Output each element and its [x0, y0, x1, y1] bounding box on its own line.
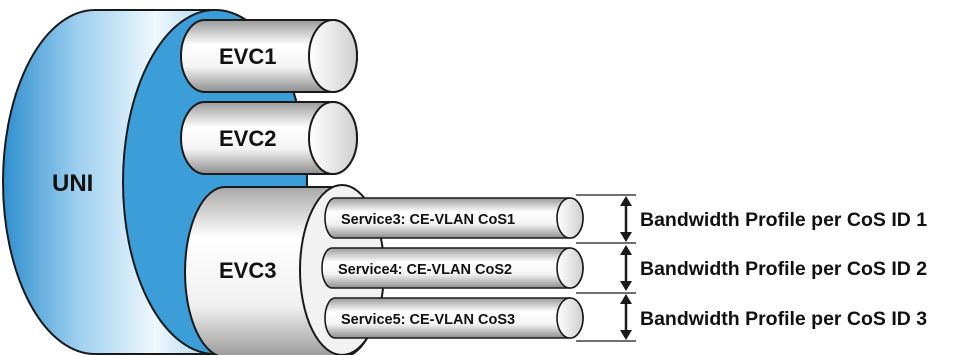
service5-pipe: [324, 297, 584, 339]
dimension-lines: [576, 194, 636, 342]
service3-pipe: [324, 197, 584, 239]
uni-label: UNI: [52, 170, 93, 197]
service4-label: Service4: CE-VLAN CoS2: [338, 262, 512, 278]
service4-pipe: [321, 247, 584, 289]
bandwidth-profile-label-3: Bandwidth Profile per CoS ID 3: [640, 308, 927, 330]
service5-label: Service5: CE-VLAN CoS3: [341, 312, 515, 328]
evc3-label: EVC3: [219, 258, 276, 283]
bandwidth-arrow-1: [620, 196, 632, 242]
evc2-pipe: [180, 101, 358, 175]
bandwidth-arrow-3: [620, 294, 632, 340]
bandwidth-arrow-2: [620, 245, 632, 291]
evc1-pipe: [180, 19, 358, 93]
bandwidth-profile-label-2: Bandwidth Profile per CoS ID 2: [640, 258, 927, 280]
evc2-label: EVC2: [219, 126, 276, 151]
service3-label: Service3: CE-VLAN CoS1: [341, 212, 515, 228]
bandwidth-profile-label-1: Bandwidth Profile per CoS ID 1: [640, 209, 927, 231]
evc1-label: EVC1: [219, 44, 276, 69]
